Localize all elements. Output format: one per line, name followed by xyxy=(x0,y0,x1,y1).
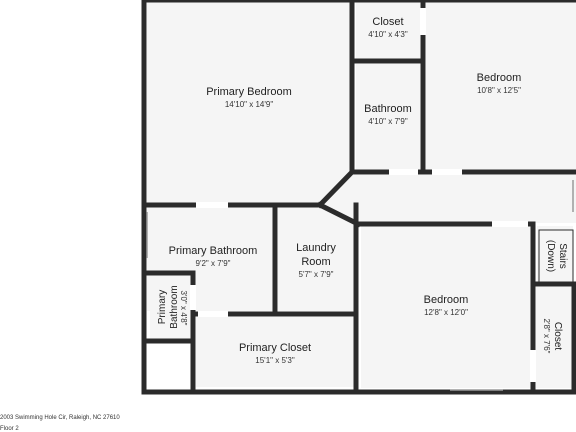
room-name-line2: (Down) xyxy=(545,239,556,273)
room-name-line1: Primary xyxy=(157,289,168,325)
room-bedroom-top: Bedroom 10'8" x 12'5" xyxy=(426,72,572,96)
room-dimensions: 9'2" x 7'9" xyxy=(195,258,231,268)
room-dimensions: 15'1" x 5'3" xyxy=(255,355,295,365)
room-name-line1: Stairs xyxy=(557,243,568,269)
room-dimensions: 4'10" x 4'3" xyxy=(368,29,408,39)
stairs-outline xyxy=(538,229,574,283)
room-name-line2: Room xyxy=(301,255,331,268)
fill-primary-bathroom-small xyxy=(150,276,191,339)
fill-laundry xyxy=(278,207,354,311)
room-closet-right: Closet 2'8" x 7'6" xyxy=(537,291,563,381)
fill-closet-top xyxy=(356,2,420,59)
wall-diagonal-bottom xyxy=(316,201,362,228)
fill-stairs xyxy=(537,226,573,282)
room-name-line1: Laundry xyxy=(296,242,336,254)
room-dimensions: 4'10" x 7'9" xyxy=(368,116,408,126)
room-primary-closet: Primary Closet 15'1" x 5'3" xyxy=(196,342,354,366)
wall-diagonal-top xyxy=(316,168,356,209)
room-name: Primary Closet xyxy=(238,342,312,354)
room-dimensions: 12'8" x 12'0" xyxy=(424,307,468,317)
room-name: Primary Bedroom xyxy=(206,86,292,98)
fill-primary-closet xyxy=(196,317,354,387)
fill-hallway xyxy=(320,175,576,223)
room-name: Primary Bathroom xyxy=(168,245,258,257)
room-name: Bedroom xyxy=(423,294,469,306)
room-name: Closet xyxy=(372,16,404,28)
room-dimensions: 2'8" x 7'6" xyxy=(542,318,551,354)
room-name: Bathroom xyxy=(364,103,412,115)
room-primary-bathroom-small-dims: 3'0" x 4'8" xyxy=(178,278,188,338)
room-laundry: Laundry Room 5'7" x 7'9" xyxy=(278,242,354,280)
room-primary-bedroom: Primary Bedroom 14'10" x 14'9" xyxy=(147,86,351,110)
room-name: Closet xyxy=(552,321,563,351)
floor-label: Floor 2 xyxy=(0,426,19,432)
room-name: Bedroom xyxy=(476,72,522,84)
fill-bathroom xyxy=(356,64,420,171)
room-bathroom: Bathroom 4'10" x 7'9" xyxy=(356,103,420,127)
fill-bedroom-top xyxy=(426,2,576,171)
fill-bedroom-bottom xyxy=(361,226,531,388)
room-closet-top: Closet 4'10" x 4'3" xyxy=(356,16,420,40)
room-dimensions: 14'10" x 14'9" xyxy=(224,99,274,109)
fill-closet-right xyxy=(536,287,573,388)
room-primary-bathroom: Primary Bathroom 9'2" x 7'9" xyxy=(147,245,279,269)
room-bedroom-bottom: Bedroom 12'8" x 12'0" xyxy=(361,294,531,318)
room-dimensions: 5'7" x 7'9" xyxy=(298,269,334,279)
address-footer: 2003 Swimming Hole Cir, Raleigh, NC 2761… xyxy=(0,415,120,421)
fill-primary-bedroom xyxy=(147,2,351,204)
room-dimensions: 10'8" x 12'5" xyxy=(477,85,521,95)
room-stairs: Stairs (Down) xyxy=(542,228,568,284)
room-dimensions: 3'0" x 4'8" xyxy=(179,290,188,326)
